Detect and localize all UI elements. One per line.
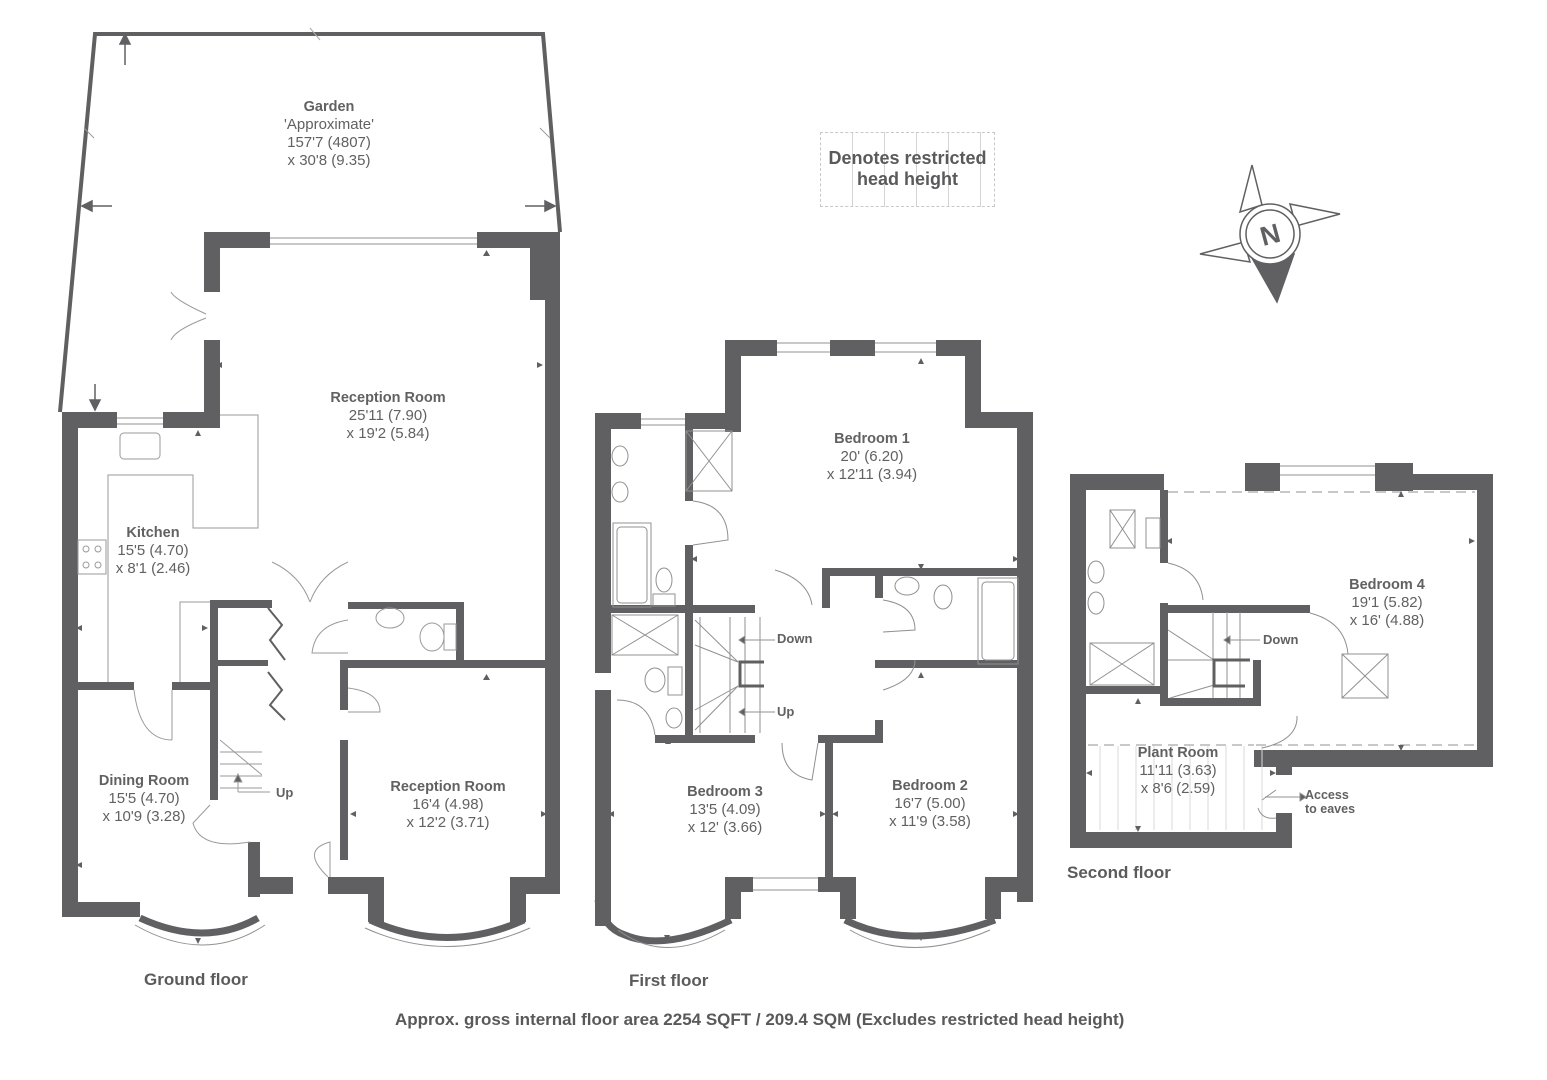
second-floor-walls <box>1070 463 1493 848</box>
access-to-eaves-label: Access to eaves <box>1305 788 1356 816</box>
room-label-garden: Garden 'Approximate' 157'7 (4807) x 30'8… <box>284 99 374 169</box>
room-label-bedroom-2: Bedroom 2 16'7 (5.00) x 11'9 (3.58) <box>889 778 971 830</box>
second-floor-fittings <box>1087 465 1475 830</box>
room-label-dining-room: Dining Room 15'5 (4.70) x 10'9 (3.28) <box>98 773 190 825</box>
ground-bay-windows <box>117 237 531 947</box>
kitchen-units <box>77 291 259 741</box>
ground-floor-walls <box>62 232 560 922</box>
legend-line-2: head height <box>856 169 958 189</box>
room-label-bedroom-1: Bedroom 1 20' (6.20) x 12'11 (3.94) <box>826 431 918 483</box>
floor-title-ground: Ground floor <box>144 970 248 989</box>
restricted-height-legend: Denotes restricted head height <box>820 148 995 190</box>
restricted-height-legend-swatch <box>820 132 995 207</box>
room-label-kitchen: Kitchen 15'5 (4.70) x 8'1 (2.46) <box>115 525 191 577</box>
gross-floor-area-note: Approx. gross internal floor area 2254 S… <box>395 1010 1125 1029</box>
room-label-bedroom-4: Bedroom 4 19'1 (5.82) x 16' (4.88) <box>1349 577 1425 629</box>
legend-line-1: Denotes restricted <box>828 148 987 168</box>
room-label-reception-room-front: Reception Room 16'4 (4.98) x 12'2 (3.71) <box>390 779 506 831</box>
first-floor-fittings <box>594 342 1019 948</box>
room-label-reception-room-rear: Reception Room 25'11 (7.90) x 19'2 (5.84… <box>330 390 446 442</box>
first-floor-walls <box>595 340 1033 926</box>
room-label-plant-room: Plant Room 11'11 (3.63) x 8'6 (2.59) <box>1137 745 1219 797</box>
second-stairs-down-label: Down <box>1263 632 1299 647</box>
ground-hall-fittings <box>192 561 457 878</box>
first-stairs-up-label: Up <box>777 704 795 719</box>
floor-title-first: First floor <box>629 971 709 990</box>
floor-title-second: Second floor <box>1067 863 1171 882</box>
ground-stairs-up-label: Up <box>276 785 294 800</box>
garden-boundary <box>58 27 562 413</box>
compass-north-icon <box>1199 164 1341 304</box>
first-stairs-down-label: Down <box>777 631 813 646</box>
dimension-markers <box>76 250 1475 944</box>
garden-dimension-arrows <box>80 32 557 412</box>
room-label-bedroom-3: Bedroom 3 13'5 (4.09) x 12' (3.66) <box>687 784 763 836</box>
